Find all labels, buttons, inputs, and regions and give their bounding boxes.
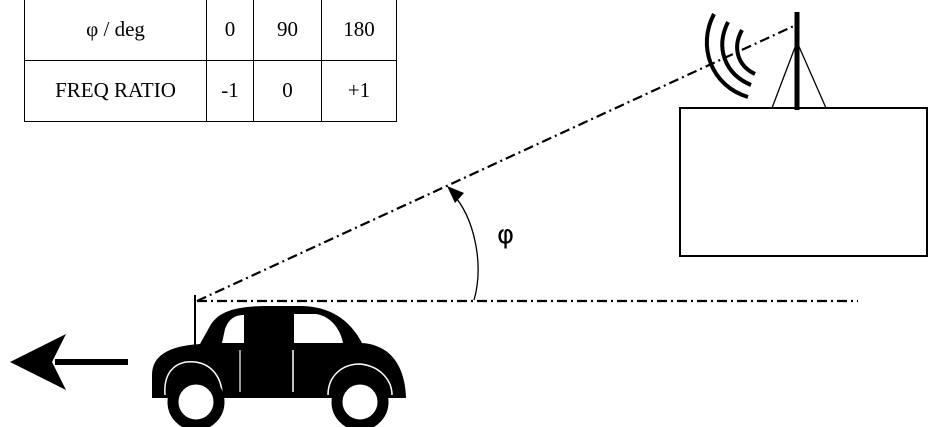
guy-wire-left	[772, 42, 797, 108]
table-cell: +1	[322, 60, 397, 121]
radio-wave-inner	[737, 30, 755, 74]
table-cell: 90	[254, 0, 322, 60]
guy-wire-right	[797, 42, 826, 108]
table-cell: 0	[207, 0, 254, 60]
car-wheel-rear	[337, 379, 383, 425]
table-cell: -1	[207, 60, 254, 121]
frequency-ratio-table: φ / deg 0 90 180 FREQ RATIO -1 0 +1	[24, 0, 397, 122]
angle-arc	[447, 186, 478, 300]
table-row: φ / deg 0 90 180	[25, 0, 397, 60]
table-cell: 0	[254, 60, 322, 121]
building	[680, 108, 927, 256]
car-wheel-front	[173, 379, 219, 425]
table-row-header: FREQ RATIO	[25, 60, 207, 121]
angle-arrowhead	[447, 186, 464, 203]
car	[152, 306, 406, 425]
table-row: FREQ RATIO -1 0 +1	[25, 60, 397, 121]
angle-label: φ	[497, 220, 514, 250]
direction-arrow	[10, 334, 128, 390]
table-cell: 180	[322, 0, 397, 60]
table-row-header: φ / deg	[25, 0, 207, 60]
antenna	[772, 12, 826, 110]
